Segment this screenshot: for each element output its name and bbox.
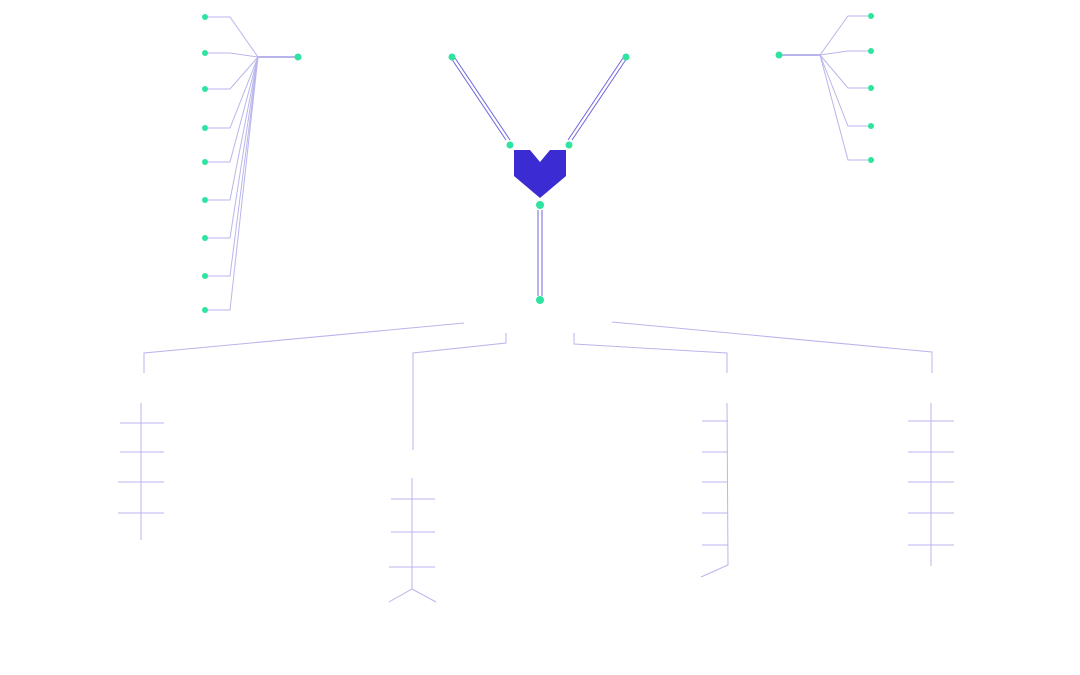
left-fan-branch — [205, 52, 259, 58]
lower-branches — [143, 321, 933, 450]
connector-left-b — [454, 57, 511, 141]
heart-chevron-icon — [514, 150, 566, 198]
node — [868, 13, 874, 19]
node — [202, 86, 208, 92]
connector-right-b — [571, 57, 628, 141]
left-fan-branch — [205, 56, 259, 163]
ladder-mid-left — [388, 478, 437, 603]
node — [448, 53, 456, 61]
branch-mid-left — [412, 333, 507, 450]
branch-mid-right — [573, 333, 728, 373]
node — [202, 50, 208, 56]
nodes — [202, 13, 874, 313]
right-fan — [779, 15, 871, 161]
node — [202, 125, 208, 131]
node — [202, 273, 208, 279]
right-fan-branch — [819, 54, 871, 89]
node — [565, 141, 573, 149]
ladder-far-right — [908, 403, 954, 566]
left-fan-branch — [205, 56, 259, 311]
node — [202, 307, 208, 313]
left-fan-branch — [205, 56, 259, 90]
ladder-spine — [700, 402, 729, 578]
connector-left-a — [450, 57, 507, 141]
node — [202, 159, 208, 165]
node — [868, 85, 874, 91]
left-fan-branch — [205, 56, 259, 277]
branch-far-right — [611, 321, 933, 373]
left-fan-branch — [205, 56, 259, 239]
node — [868, 48, 874, 54]
right-fan-branch — [819, 54, 871, 127]
right-fan-branch — [819, 15, 871, 56]
node — [202, 14, 208, 20]
node — [868, 157, 874, 163]
left-fan-branch — [205, 56, 259, 201]
logo-connectors — [450, 57, 628, 296]
left-fan-branch — [205, 56, 259, 129]
node — [202, 235, 208, 241]
right-fan-branch — [819, 54, 871, 161]
left-fan — [205, 16, 298, 311]
connector-right-a — [567, 57, 624, 141]
ladder-mid-right — [700, 402, 729, 578]
ladder-far-left — [118, 403, 164, 540]
node — [536, 201, 544, 209]
right-fan-branch — [819, 50, 871, 56]
node — [775, 51, 783, 59]
node — [868, 123, 874, 129]
node — [202, 197, 208, 203]
node — [622, 53, 630, 61]
branch-far-left — [143, 322, 465, 373]
node — [536, 296, 544, 304]
node — [294, 53, 302, 61]
node — [506, 141, 514, 149]
ladder-foot — [388, 588, 437, 603]
left-fan-branch — [205, 16, 259, 58]
